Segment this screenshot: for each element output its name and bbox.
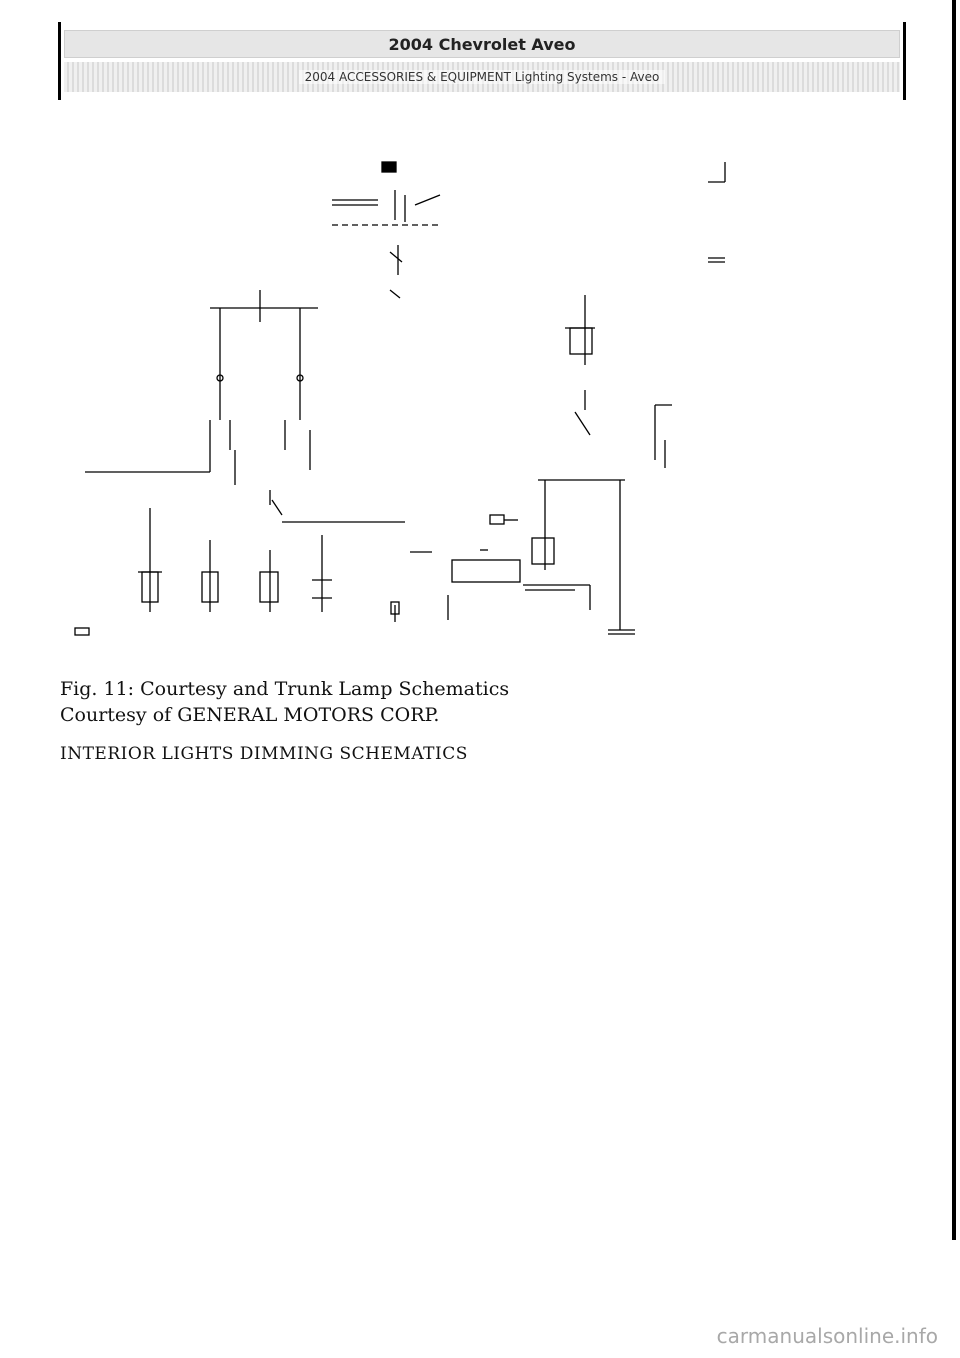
figure-caption: Fig. 11: Courtesy and Trunk Lamp Schemat… — [60, 676, 509, 728]
courtesy-trunk-lamp-schematic — [74, 161, 726, 636]
document-subtitle-text: 2004 ACCESSORIES & EQUIPMENT Lighting Sy… — [298, 70, 666, 84]
page-edge-line — [952, 0, 956, 1240]
figure-caption-title: Fig. 11: Courtesy and Trunk Lamp Schemat… — [60, 678, 510, 700]
figure-caption-credit: Courtesy of GENERAL MOTORS CORP. — [60, 704, 440, 726]
document-title: 2004 Chevrolet Aveo — [64, 30, 900, 58]
header-frame-left — [58, 22, 61, 100]
watermark: carmanualsonline.info — [716, 1324, 938, 1348]
section-heading: INTERIOR LIGHTS DIMMING SCHEMATICS — [60, 744, 468, 764]
header-frame-right — [903, 22, 906, 100]
document-subtitle: 2004 ACCESSORIES & EQUIPMENT Lighting Sy… — [64, 62, 900, 92]
